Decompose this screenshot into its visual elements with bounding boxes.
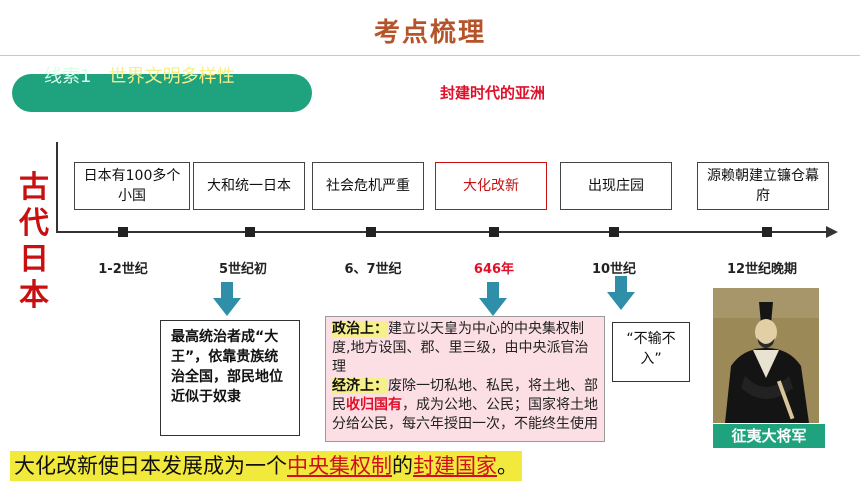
down-arrow-icon [607, 276, 635, 314]
timeline-axis [56, 231, 828, 233]
shogun-portrait [713, 288, 819, 423]
timeline-tick [489, 227, 499, 237]
economic-label: 经济上： [332, 378, 388, 394]
timeline-arrowhead [826, 226, 838, 238]
political-text: 建立以天皇为中心的中央集权制度,地方设国、郡、里三级，由中央派官治理 [332, 321, 589, 375]
date-label: 10世纪 [591, 262, 637, 277]
down-arrow-icon [479, 282, 507, 320]
date-label: 6、7世纪 [344, 262, 402, 277]
conclusion-keyword-centralized: 中央集权制 [287, 454, 392, 478]
portrait-caption: 征夷大将军 [713, 424, 825, 448]
note-taika-reform: 政治上：建立以天皇为中心的中央集权制度,地方设国、郡、里三级，由中央派官治理 经… [325, 316, 605, 442]
political-label: 政治上： [332, 321, 388, 337]
conclusion-text: 大化改新使日本发展成为一个 [14, 454, 287, 478]
thread-pill [12, 74, 312, 112]
subheading: 封建时代的亚洲 [440, 84, 546, 102]
down-arrow-icon [213, 282, 241, 320]
page-title: 考点梳理 [373, 18, 486, 48]
conclusion-text: 。 [497, 454, 518, 478]
economic-text: 废除一切私地、私民，将土地、部民 [332, 378, 598, 413]
event-box-kamakura-shogunate: 源赖朝建立镰仓幕府 [697, 162, 829, 210]
event-box-manors: 出现庄园 [560, 162, 672, 210]
timeline-tick [366, 227, 376, 237]
date-label: 5世纪初 [218, 262, 268, 277]
timeline-tick [245, 227, 255, 237]
economic-text-end: ，成为公地、公民；国家将土地分给公民，每六年授田一次，不能终生使用 [332, 397, 598, 432]
side-title: 古代日本 [19, 170, 49, 313]
title-divider [0, 55, 860, 56]
timeline-tick [118, 227, 128, 237]
event-box-taika-reform: 大化改新 [435, 162, 547, 210]
timeline-start-line [56, 142, 58, 233]
event-box-yamato-unification: 大和统一日本 [193, 162, 305, 210]
note-no-entry: “不输不入” [612, 322, 690, 382]
conclusion-text: 的 [392, 454, 413, 478]
event-box-small-states: 日本有100多个小国 [74, 162, 190, 210]
economic-highlight: 收归国有 [346, 397, 402, 413]
conclusion-keyword-feudal: 封建国家 [413, 454, 497, 478]
note-great-king: 最高统治者成“大王”，依靠贵族统治全国，部民地位近似于奴隶 [160, 320, 300, 436]
thread-label: 线索1 世界文明多样性 [44, 66, 294, 88]
event-box-social-crisis: 社会危机严重 [312, 162, 424, 210]
date-label: 646年 [473, 262, 515, 277]
conclusion-banner: 大化改新使日本发展成为一个中央集权制的封建国家。 [10, 451, 522, 481]
thread-number: 线索1 [44, 66, 92, 87]
timeline-tick [609, 227, 619, 237]
timeline-tick [762, 227, 772, 237]
thread-title: 世界文明多样性 [108, 66, 235, 87]
date-label: 1-2世纪 [98, 262, 148, 277]
date-label: 12世纪晚期 [726, 262, 798, 277]
